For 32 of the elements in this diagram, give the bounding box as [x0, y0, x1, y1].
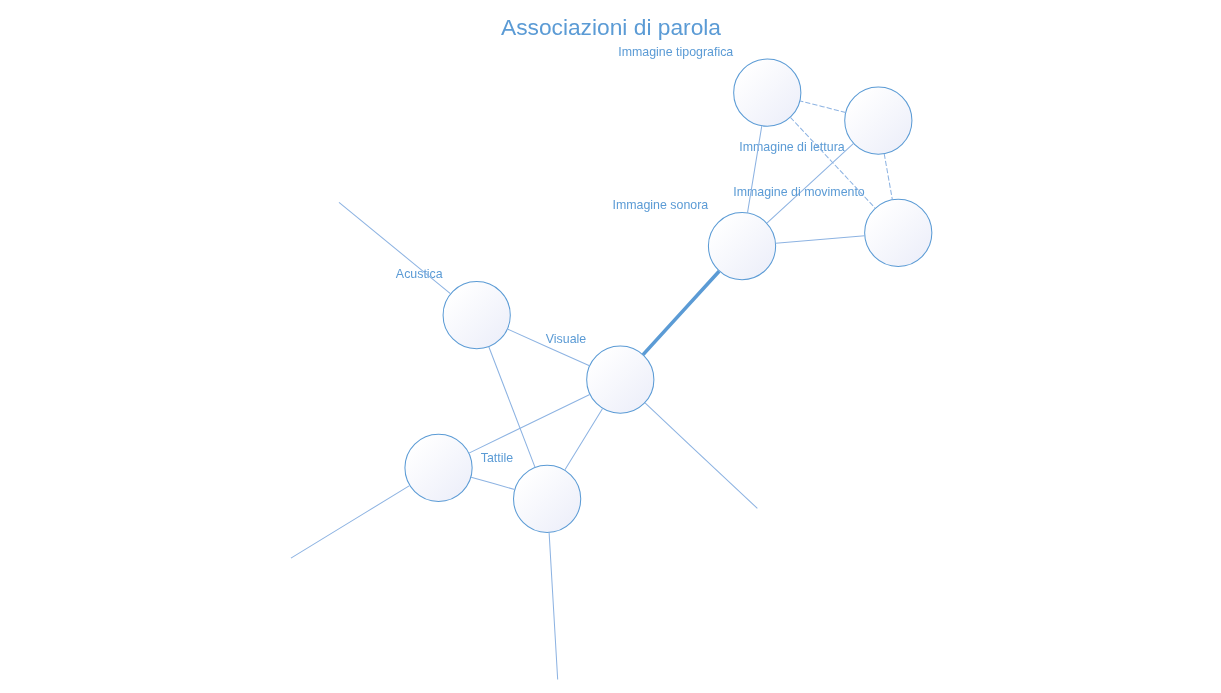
- connector: [487, 346, 536, 468]
- diagram-title: Associazioni di parola: [500, 13, 721, 40]
- node-label: Tattile: [480, 450, 513, 465]
- connector: [467, 393, 590, 454]
- connector: [563, 407, 603, 471]
- node-label: Immagine di movimento: [732, 184, 865, 199]
- node-label: Acustica: [395, 267, 443, 282]
- connector: [641, 269, 720, 356]
- node-circle: [512, 464, 581, 533]
- node-circle: [707, 211, 776, 281]
- connector: [644, 402, 758, 509]
- node-label: Immagine tipografica: [617, 44, 733, 59]
- connector: [789, 116, 875, 209]
- connector: [765, 143, 854, 224]
- connector: [746, 125, 762, 214]
- node-label: Immagine sonora: [611, 197, 708, 212]
- node-label: Visuale: [545, 331, 586, 346]
- connector: [548, 531, 558, 681]
- node-circle: [843, 86, 912, 155]
- node-circle: [863, 198, 932, 267]
- node-circle: [403, 433, 473, 502]
- connector: [774, 235, 865, 244]
- connector: [799, 100, 846, 113]
- connector: [506, 328, 590, 367]
- connector: [289, 485, 410, 559]
- node-label: Immagine di lettura: [738, 139, 845, 154]
- node-circle: [732, 58, 801, 127]
- node-circle: [442, 281, 511, 350]
- connector: [337, 201, 451, 295]
- node-circle: [585, 345, 654, 414]
- connector: [883, 153, 893, 200]
- connector: [470, 476, 515, 491]
